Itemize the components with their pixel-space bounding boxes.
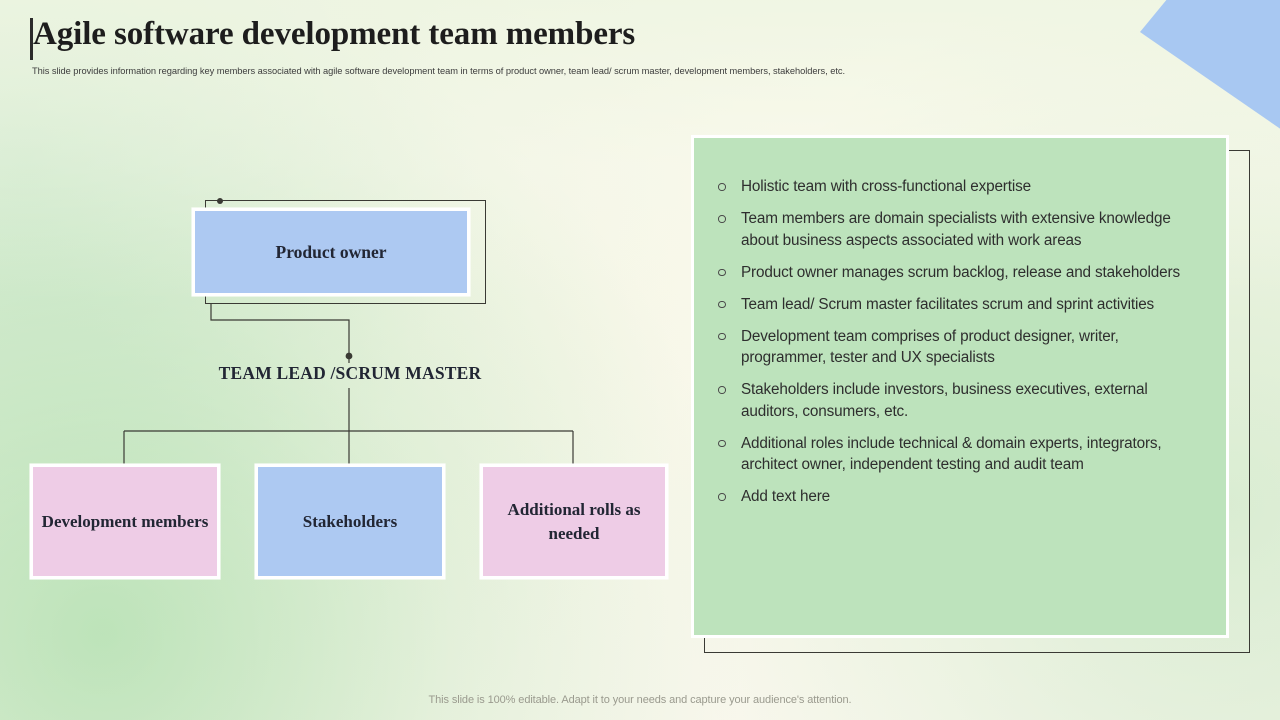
list-item-text: Additional roles include technical & dom… xyxy=(741,434,1162,474)
list-item[interactable]: Holistic team with cross-functional expe… xyxy=(710,176,1200,198)
node-team-lead-scrum-master[interactable]: TEAM LEAD /SCRUM MASTER xyxy=(218,363,482,383)
list-item[interactable]: Team lead/ Scrum master facilitates scru… xyxy=(710,294,1200,316)
node-product-owner-label: Product owner xyxy=(275,241,387,262)
circle-bullet-icon xyxy=(718,386,726,394)
node-development-members[interactable]: Development members xyxy=(30,464,220,579)
list-item[interactable]: Development team comprises of product de… xyxy=(710,326,1200,369)
circle-bullet-icon xyxy=(718,268,726,276)
page-subtitle: This slide provides information regardin… xyxy=(32,66,845,76)
node-development-members-label: Development members xyxy=(41,511,209,531)
circle-bullet-icon xyxy=(718,439,726,447)
circle-bullet-icon xyxy=(718,300,726,308)
list-item[interactable]: Additional roles include technical & dom… xyxy=(710,433,1200,476)
list-item-text: Development team comprises of product de… xyxy=(741,327,1119,367)
list-item-text: Add text here xyxy=(741,488,831,505)
title-accent-bar xyxy=(30,18,33,60)
slide-header: Agile software development team members … xyxy=(30,12,1150,78)
list-item[interactable]: Team members are domain specialists with… xyxy=(710,208,1200,251)
node-stakeholders[interactable]: Stakeholders xyxy=(255,464,445,579)
list-item[interactable]: Add text here xyxy=(710,486,1200,508)
node-stakeholders-label: Stakeholders xyxy=(302,511,398,531)
list-item-text: Team lead/ Scrum master facilitates scru… xyxy=(741,295,1155,313)
list-item-text: Stakeholders include investors, business… xyxy=(741,381,1148,420)
page-title: Agile software development team members xyxy=(33,16,636,52)
list-item-text: Product owner manages scrum backlog, rel… xyxy=(741,263,1180,281)
circle-bullet-icon xyxy=(718,215,726,223)
list-item-text: Holistic team with cross-functional expe… xyxy=(741,178,1031,195)
node-additional-rolls[interactable]: Additional rolls as needed xyxy=(480,464,668,579)
circle-bullet-icon xyxy=(718,332,726,340)
list-item[interactable]: Product owner manages scrum backlog, rel… xyxy=(710,262,1200,284)
org-chart-diagram: Product owner TEAM LEAD /SCRUM MASTER De… xyxy=(0,120,690,640)
circle-bullet-icon xyxy=(718,183,726,191)
info-panel: Holistic team with cross-functional expe… xyxy=(691,135,1229,638)
slide-footer-note: This slide is 100% editable. Adapt it to… xyxy=(428,694,852,706)
node-product-owner[interactable]: Product owner xyxy=(192,208,470,296)
circle-bullet-icon xyxy=(718,493,726,501)
list-item[interactable]: Stakeholders include investors, business… xyxy=(710,379,1200,422)
info-bullet-list: Holistic team with cross-functional expe… xyxy=(710,176,1200,508)
list-item-text: Team members are domain specialists with… xyxy=(741,210,1171,249)
node-additional-rolls-label: Additional rolls as needed xyxy=(507,499,641,543)
